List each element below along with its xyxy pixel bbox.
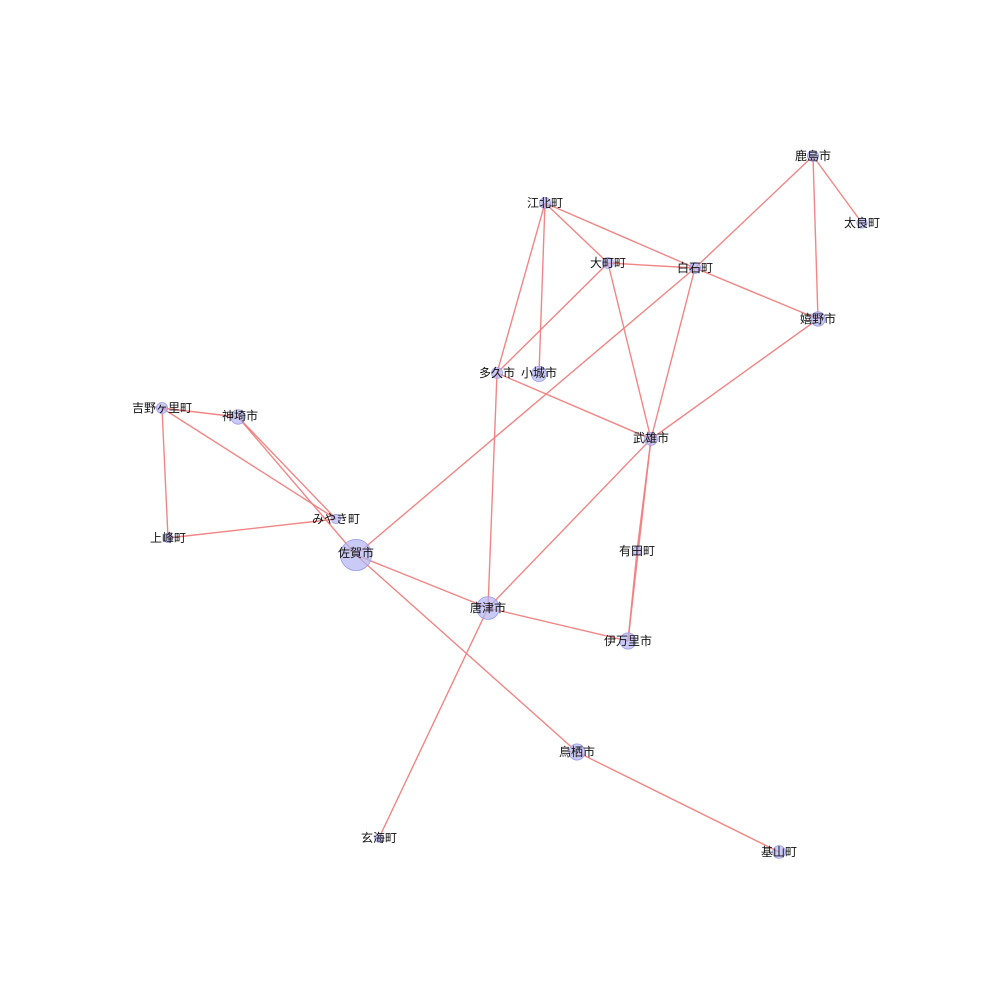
edge-karatsu-genkai: [378, 607, 489, 839]
edge-karatsu-takeo: [487, 438, 652, 609]
node-label-karatsu: 唐津市: [470, 600, 506, 615]
node-shiroishi[interactable]: [689, 262, 701, 274]
node-omachi[interactable]: [602, 257, 614, 269]
edge-takeo-arita: [636, 438, 652, 552]
edge-yoshinogari-kamimine: [161, 407, 169, 539]
node-label-saga: 佐賀市: [338, 545, 374, 560]
node-label-tosu: 鳥栖市: [559, 744, 595, 759]
edge-kashima-ureshino: [812, 155, 819, 320]
edge-taku-kohoku: [496, 202, 546, 374]
node-ureshino[interactable]: [810, 311, 826, 327]
edge-karatsu-imari: [487, 607, 629, 642]
node-label-arita: 有田町: [619, 544, 655, 558]
node-label-yoshinogari: 吉野ヶ里町: [132, 401, 192, 415]
node-label-genkai: 玄海町: [361, 830, 397, 845]
node-label-kohoku: 江北町: [527, 196, 563, 210]
node-kohoku[interactable]: [539, 197, 551, 209]
node-label-kanzaki: 神埼市: [222, 408, 258, 423]
node-ogi[interactable]: [530, 365, 548, 383]
edge-omachi-takeo: [607, 262, 652, 440]
node-label-tara: 太良町: [844, 215, 880, 230]
node-kiyama[interactable]: [772, 845, 786, 859]
node-tara[interactable]: [856, 217, 868, 229]
edge-kanzaki-miyaki: [237, 416, 337, 520]
node-label-miyaki: みやき町: [312, 512, 360, 526]
edge-ogi-kohoku: [538, 202, 546, 375]
edge-ureshino-takeo: [650, 318, 819, 440]
edge-saga-karatsu: [355, 554, 489, 609]
edge-shiroishi-ureshino: [694, 267, 819, 320]
edge-kanzaki-yoshinogari: [161, 407, 239, 418]
edge-karatsu-taku: [487, 372, 498, 609]
edge-kashima-tara: [812, 155, 863, 224]
node-label-ogi: 小城市: [521, 365, 557, 380]
edge-taku-omachi: [496, 262, 609, 374]
edge-shiroishi-takeo: [650, 267, 696, 440]
edge-shiroishi-kashima: [694, 155, 814, 269]
node-saga[interactable]: [339, 539, 372, 572]
node-kanzaki[interactable]: [230, 409, 246, 425]
edge-taku-takeo: [496, 372, 652, 440]
node-miyaki[interactable]: [330, 513, 342, 525]
edge-layer: [161, 155, 863, 853]
edge-omachi-shiroishi: [607, 262, 696, 269]
node-kashima[interactable]: [807, 150, 819, 162]
edge-tosu-kiyama: [576, 751, 780, 853]
node-label-ureshino: 嬉野市: [800, 311, 836, 326]
node-label-shiroishi: 白石町: [677, 260, 713, 275]
node-imari[interactable]: [619, 632, 637, 650]
node-karatsu[interactable]: [476, 596, 500, 620]
node-label-kashima: 鹿島市: [795, 148, 831, 163]
node-kamimine[interactable]: [162, 532, 174, 544]
node-taku[interactable]: [491, 367, 503, 379]
edge-yoshinogari-miyaki: [161, 407, 337, 520]
node-label-takeo: 武雄市: [633, 430, 669, 445]
edge-kamimine-miyaki: [167, 518, 337, 539]
node-yoshinogari[interactable]: [156, 402, 168, 414]
edge-saga-shiroishi: [355, 267, 696, 556]
edge-kohoku-shiroishi: [544, 202, 696, 269]
node-label-omachi: 大町町: [590, 256, 626, 270]
node-label-kamimine: 上峰町: [150, 531, 186, 545]
node-takeo[interactable]: [644, 432, 658, 446]
node-arita[interactable]: [632, 546, 642, 556]
edge-saga-kanzaki: [237, 416, 357, 556]
node-label-kiyama: 基山町: [761, 845, 797, 859]
node-label-imari: 伊万里市: [604, 633, 652, 648]
node-layer: [156, 150, 868, 859]
node-label-taku: 多久市: [479, 365, 515, 380]
edge-arita-imari: [627, 550, 638, 642]
node-genkai[interactable]: [374, 833, 384, 843]
edge-kohoku-omachi: [544, 202, 609, 264]
node-tosu[interactable]: [568, 743, 586, 761]
